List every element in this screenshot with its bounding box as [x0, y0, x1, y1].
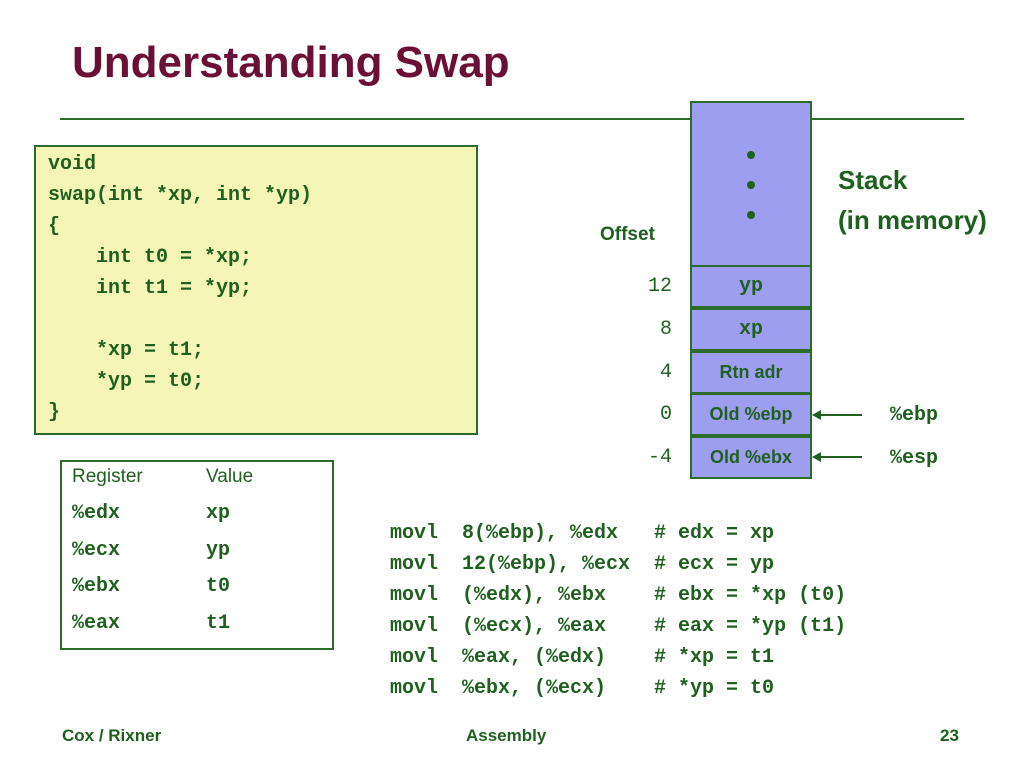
stack-cell-old-ebx: Old %ebx: [690, 436, 812, 479]
stack-cell-old-ebp: Old %ebp: [690, 393, 812, 436]
ebp-pointer-label: %ebp: [890, 404, 939, 427]
offset-value: 12: [647, 275, 672, 298]
register-name: %eax: [72, 612, 121, 635]
assembly-line: movl 8(%ebp), %edx # edx = xp: [390, 522, 775, 545]
offset-value: 0: [659, 403, 672, 426]
code-line: void: [48, 153, 97, 176]
slide-title: Understanding Swap: [72, 38, 510, 87]
register-value: t0: [206, 575, 231, 598]
code-line: int t0 = *xp;: [48, 246, 253, 269]
stack-cell-xp: xp: [690, 308, 812, 351]
code-line: {: [48, 215, 61, 238]
offset-value: -4: [647, 446, 672, 469]
ellipsis-dot: [747, 211, 755, 219]
stack-cell-yp: yp: [690, 265, 812, 308]
ebp-arrow-icon: [812, 410, 862, 420]
assembly-line: movl 12(%ebp), %ecx # ecx = yp: [390, 553, 775, 576]
code-line: *xp = t1;: [48, 339, 205, 362]
stack-cell-rtn-adr: Rtn adr: [690, 351, 812, 394]
register-value: yp: [206, 539, 231, 562]
code-line: swap(int *xp, int *yp): [48, 184, 313, 207]
ellipsis-dot: [747, 151, 755, 159]
ellipsis-dot: [747, 181, 755, 189]
register-value: xp: [206, 502, 231, 525]
assembly-line: movl (%ecx), %eax # eax = *yp (t1): [390, 615, 847, 638]
value-header: Value: [206, 466, 254, 487]
stack-upper-region: [690, 101, 812, 267]
title-divider: [60, 118, 964, 120]
esp-arrow-icon: [812, 452, 862, 462]
register-value: t1: [206, 612, 231, 635]
stack-sublabel: (in memory): [838, 205, 987, 235]
stack-diagram: yp xp Rtn adr Old %ebp Old %ebx: [690, 101, 812, 479]
code-line: *yp = t0;: [48, 370, 205, 393]
esp-pointer-label: %esp: [890, 447, 939, 470]
footer-topic: Assembly: [466, 726, 547, 745]
offset-label: Offset: [600, 224, 655, 245]
code-line: }: [48, 401, 61, 424]
code-line: int t1 = *yp;: [48, 277, 253, 300]
offset-value: 4: [659, 361, 672, 384]
register-header: Register: [72, 466, 143, 487]
assembly-line: movl %eax, (%edx) # *xp = t1: [390, 646, 775, 669]
page-number: 23: [940, 726, 959, 745]
offset-value: 8: [659, 318, 672, 341]
register-name: %edx: [72, 502, 121, 525]
stack-label: Stack: [838, 165, 908, 195]
c-code-box: void swap(int *xp, int *yp) { int t0 = *…: [34, 145, 478, 435]
register-name: %ecx: [72, 539, 121, 562]
register-table: Register Value %edx xp %ecx yp %ebx t0 %…: [60, 460, 334, 650]
assembly-line: movl %ebx, (%ecx) # *yp = t0: [390, 677, 775, 700]
register-name: %ebx: [72, 575, 121, 598]
footer-author: Cox / Rixner: [62, 726, 162, 745]
assembly-line: movl (%edx), %ebx # ebx = *xp (t0): [390, 584, 847, 607]
